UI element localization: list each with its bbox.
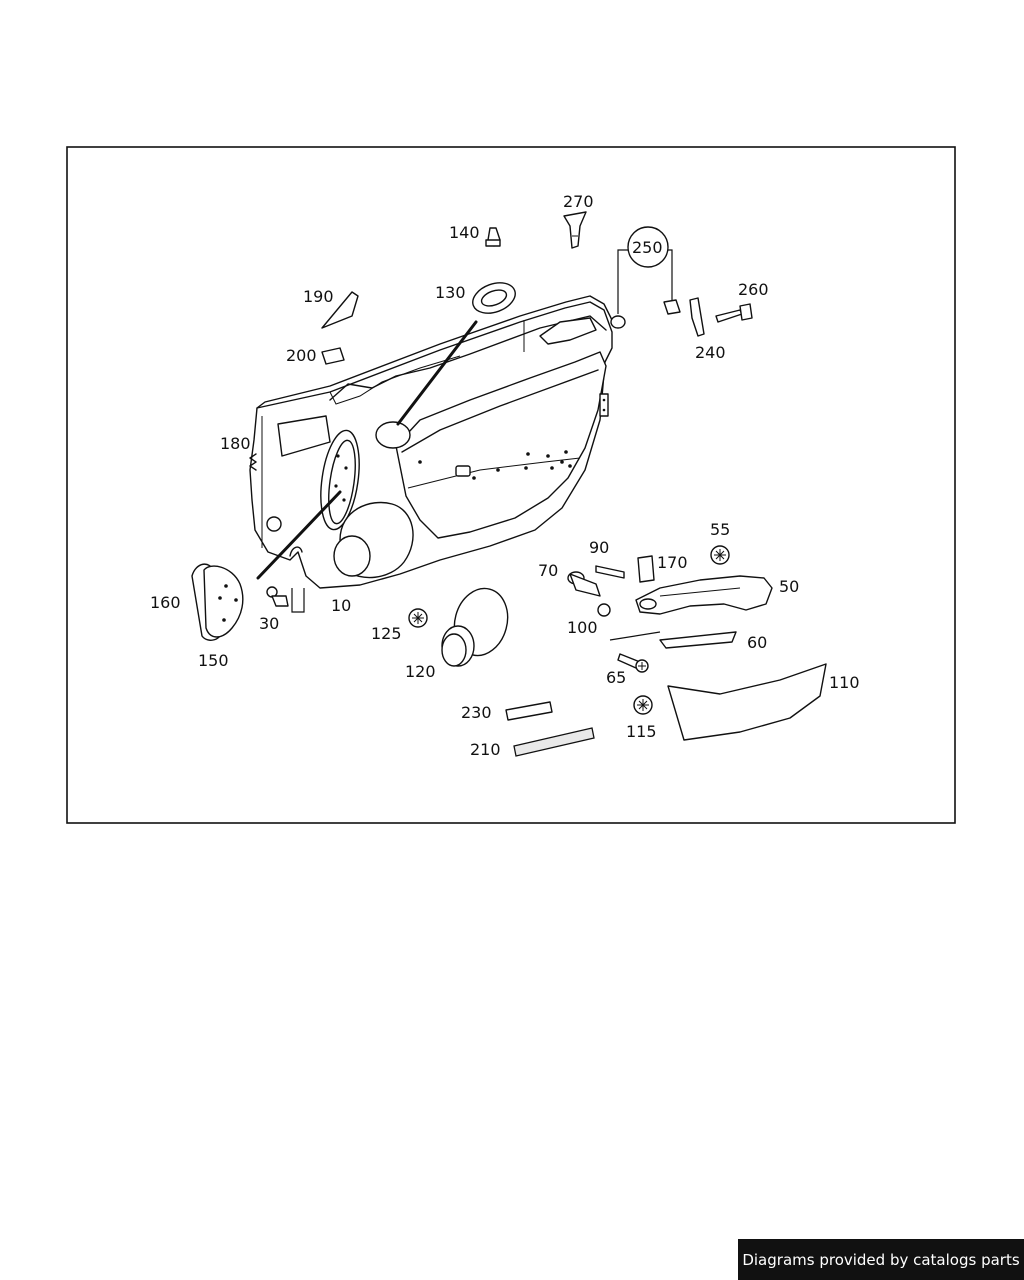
part-115-shape	[633, 695, 653, 715]
part-100-shape	[597, 603, 611, 617]
part-label-55: 55	[710, 520, 730, 539]
part-label-60: 60	[747, 633, 767, 652]
part-50-shape	[635, 575, 773, 615]
part-label-190: 190	[303, 287, 334, 306]
part-label-260: 260	[738, 280, 769, 299]
part-label-50: 50	[779, 577, 799, 596]
part-60-shape	[659, 631, 737, 649]
leader-60	[609, 631, 661, 641]
part-190-shape	[321, 291, 359, 329]
part-200-shape	[321, 347, 345, 365]
part-170-shape	[637, 555, 655, 583]
part-label-120: 120	[405, 662, 436, 681]
part-30-shape	[266, 586, 289, 607]
part-label-210: 210	[470, 740, 501, 759]
part-55-shape	[710, 545, 730, 565]
part-label-30: 30	[259, 614, 279, 633]
part-250-circle	[627, 226, 669, 268]
part-label-140: 140	[449, 223, 480, 242]
attribution-text: Diagrams provided by catalogs parts	[742, 1250, 1020, 1269]
leader-10	[291, 588, 305, 613]
part-label-70: 70	[538, 561, 558, 580]
part-label-100: 100	[567, 618, 598, 637]
part-label-180: 180	[220, 434, 251, 453]
attribution-footer: Diagrams provided by catalogs parts	[738, 1239, 1024, 1280]
part-230-shape	[505, 701, 553, 721]
part-210-shape	[513, 727, 595, 757]
leader-150	[256, 490, 342, 580]
part-240-shape	[689, 297, 705, 337]
part-label-10: 10	[331, 596, 351, 615]
part-label-65: 65	[606, 668, 626, 687]
part-label-160: 160	[150, 593, 181, 612]
part-label-170: 170	[657, 553, 688, 572]
part-90-shape	[595, 565, 625, 579]
part-110-shape	[667, 663, 827, 741]
leader-130	[396, 320, 478, 426]
leader-250-b	[668, 249, 673, 300]
part-label-110: 110	[829, 673, 860, 692]
part-125-shape	[408, 608, 428, 628]
part-label-115: 115	[626, 722, 657, 741]
part-label-230: 230	[461, 703, 492, 722]
diagram-frame	[66, 146, 956, 824]
part-label-200: 200	[286, 346, 317, 365]
part-70-shape	[567, 571, 601, 597]
part-label-270: 270	[563, 192, 594, 211]
part-label-150: 150	[198, 651, 229, 670]
door-panel-drawing	[249, 295, 613, 589]
leader-250-a	[617, 249, 628, 314]
part-label-240: 240	[695, 343, 726, 362]
part-270-shape	[563, 211, 587, 249]
part-130-shape	[472, 282, 516, 314]
part-140-shape	[485, 227, 501, 247]
part-label-125: 125	[371, 624, 402, 643]
part-120-shape	[441, 587, 509, 667]
part-65-shape	[617, 653, 649, 673]
part-260-shape	[715, 303, 753, 323]
part-label-90: 90	[589, 538, 609, 557]
part-150-160-shape	[191, 563, 244, 641]
part-label-250: 250	[632, 238, 663, 257]
part-label-130: 130	[435, 283, 466, 302]
